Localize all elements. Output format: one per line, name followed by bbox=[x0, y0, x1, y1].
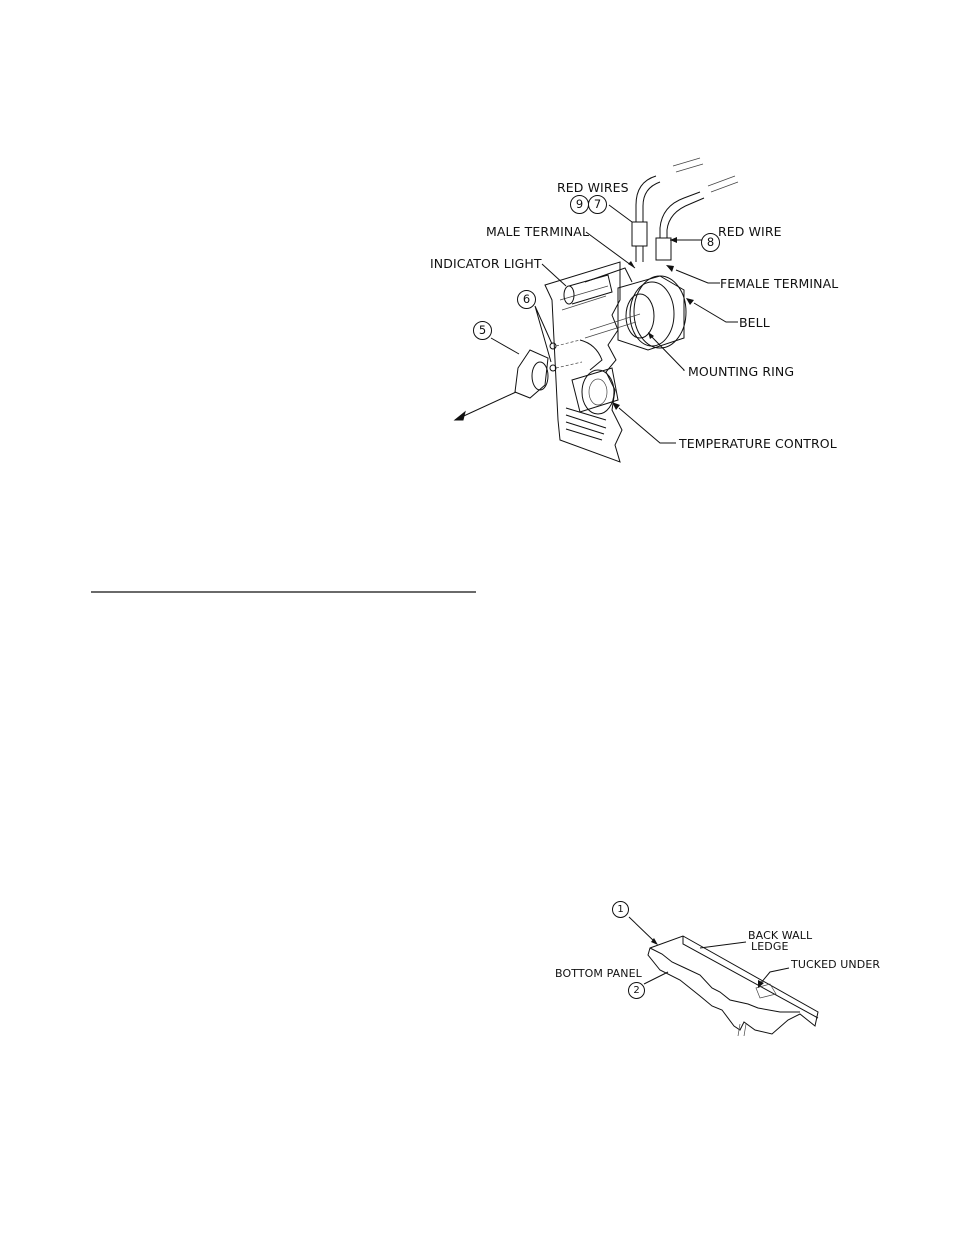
callout-2: 2 bbox=[628, 982, 645, 999]
callout-6: 6 bbox=[517, 290, 536, 309]
callout-8: 8 bbox=[701, 233, 720, 252]
bottom-panel-drawing bbox=[648, 936, 818, 1036]
red-wires-label: RED WIRES bbox=[557, 180, 629, 195]
male-terminal-label: MALE TERMINAL bbox=[486, 224, 589, 239]
bottom-panel-label: BOTTOM PANEL bbox=[555, 967, 642, 980]
red-wire-label: RED WIRE bbox=[718, 224, 782, 239]
callout-9: 9 bbox=[570, 195, 589, 214]
ledge-label: LEDGE bbox=[751, 940, 789, 953]
indicator-light-label: INDICATOR LIGHT bbox=[430, 256, 542, 271]
callout-5: 5 bbox=[473, 321, 492, 340]
mounting-ring-label: MOUNTING RING bbox=[688, 364, 794, 379]
temperature-control-label: TEMPERATURE CONTROL bbox=[679, 436, 837, 451]
tucked-under-label: TUCKED UNDER bbox=[791, 958, 880, 971]
callout-1: 1 bbox=[612, 901, 629, 918]
female-terminal-label: FEMALE TERMINAL bbox=[720, 276, 838, 291]
bell-label: BELL bbox=[739, 315, 770, 330]
red-wires-drawing bbox=[632, 158, 738, 262]
callout-7: 7 bbox=[588, 195, 607, 214]
knob-drawing bbox=[455, 350, 548, 420]
